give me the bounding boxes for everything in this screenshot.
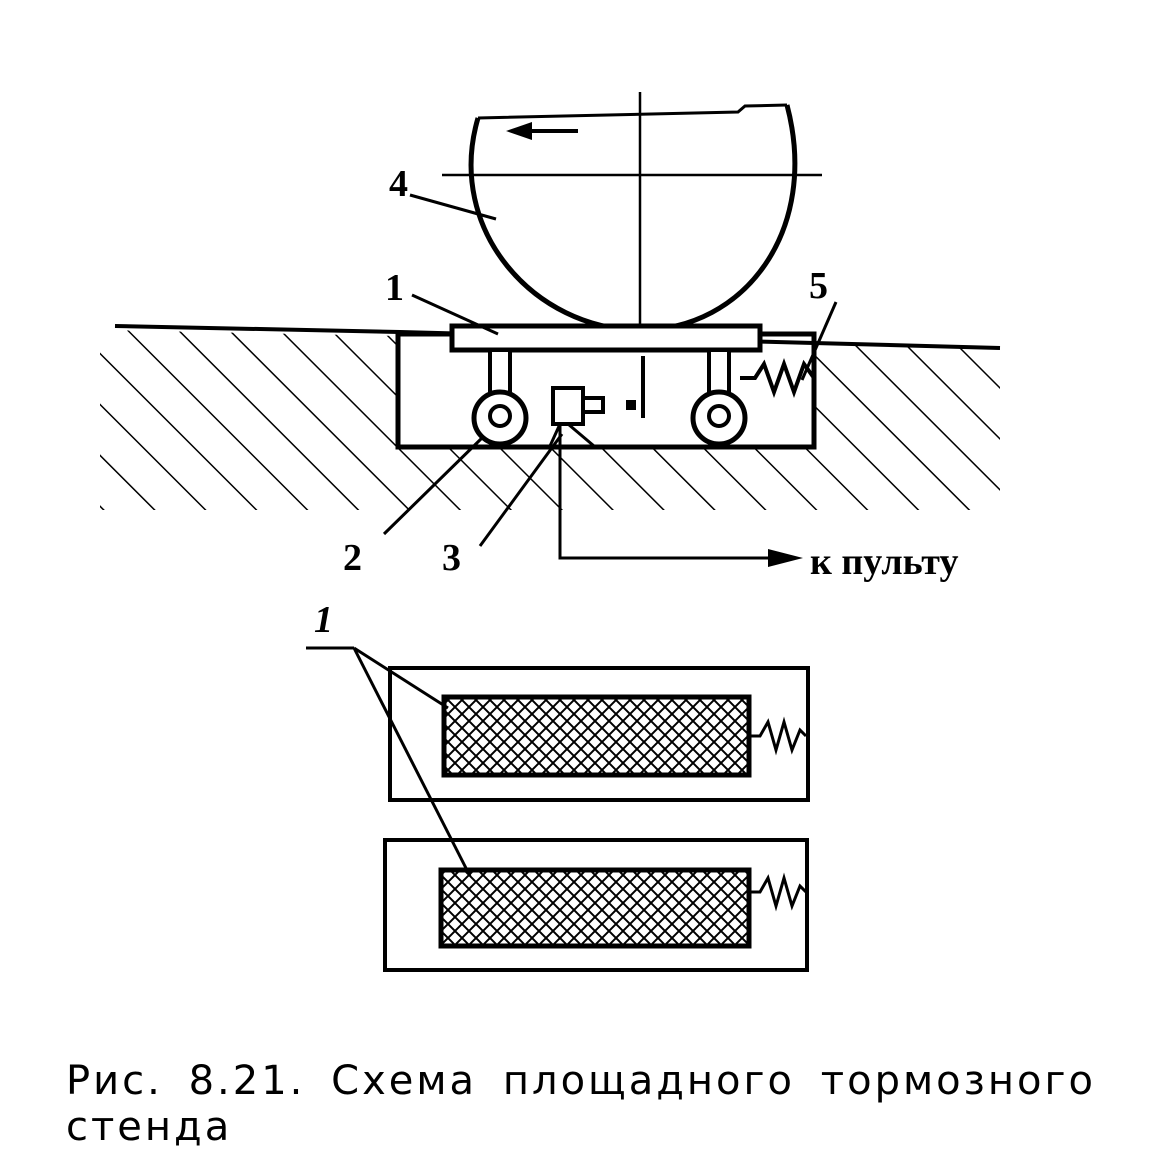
caption-word: Схема: [331, 1058, 478, 1104]
leader-4: [409, 193, 497, 221]
signal-arrowhead: [768, 549, 803, 567]
leader-5: [800, 301, 838, 381]
right-roller-hub: [707, 404, 731, 428]
wheel: [468, 104, 798, 333]
platform: [449, 323, 763, 353]
sensor-body: [551, 386, 585, 426]
label-wheel: 4: [389, 163, 408, 205]
label-platform: 1: [385, 267, 404, 309]
top-view-frame-lower: [383, 838, 809, 972]
top-view-spring-lower: [749, 872, 808, 912]
leader-2: [382, 434, 486, 536]
left-roller-hub: [488, 404, 512, 428]
sensor-mount-b: [567, 422, 595, 448]
label-roller: 2: [343, 537, 362, 579]
wheel-top-edge: [477, 103, 788, 120]
sensor-tip: [581, 396, 605, 414]
label-to-console: к пульту: [810, 541, 958, 583]
sensor-mount-a: [548, 423, 562, 447]
top-view-platform-upper: [441, 694, 752, 778]
label-spring: 5: [809, 265, 828, 307]
label-top-view-platform: 1: [314, 599, 333, 641]
caption-word: 8.21.: [188, 1058, 306, 1104]
spring: [740, 358, 816, 398]
leader-1: [411, 293, 499, 336]
signal-cable: [558, 424, 770, 560]
caption-word: тормозного: [820, 1058, 1096, 1104]
caption-word: Рис.: [66, 1058, 163, 1104]
top-view-frame-upper: [388, 666, 810, 802]
figure-caption: Рис. 8.21. Схема площадного тормозного с…: [66, 1058, 1096, 1150]
direction-arrowhead: [506, 122, 532, 140]
label-sensor: 3: [442, 537, 461, 579]
leader-3: [478, 433, 564, 547]
caption-line-1: Рис. 8.21. Схема площадного тормозного: [66, 1058, 1096, 1104]
caption-line-2: стенда: [66, 1104, 233, 1150]
caption-word: площадного: [502, 1058, 796, 1104]
top-view-leader-a: [353, 646, 449, 710]
top-view-platform-lower: [438, 867, 752, 949]
top-view-spring-upper: [749, 716, 808, 756]
stop-block: [626, 400, 636, 410]
